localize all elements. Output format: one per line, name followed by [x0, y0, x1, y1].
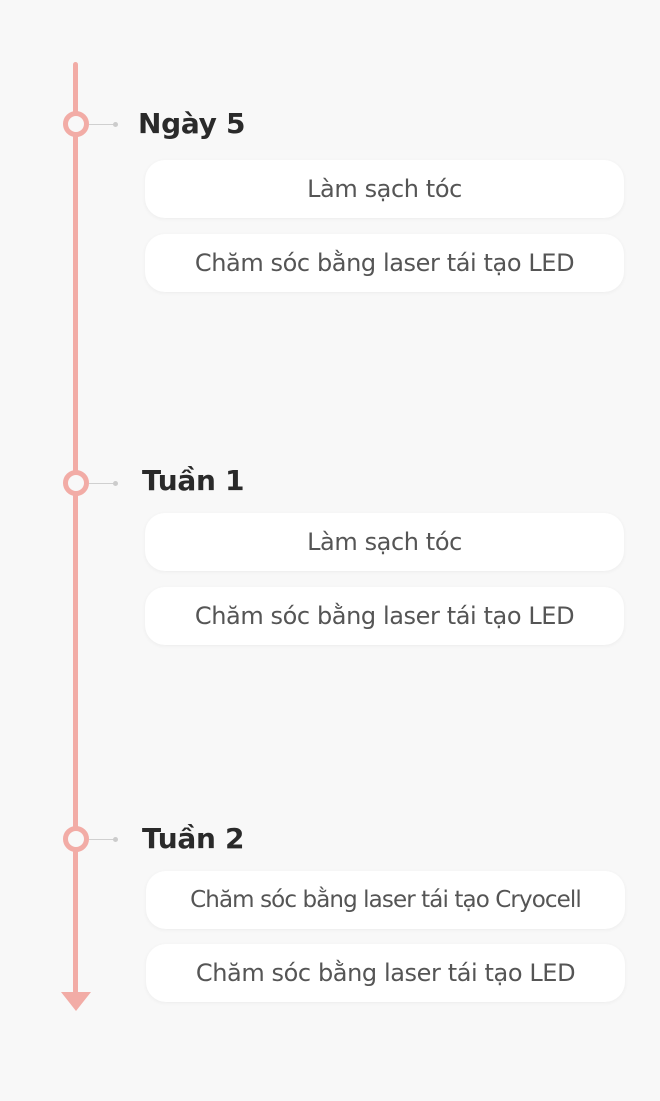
timeline-axis: [73, 62, 78, 994]
connector-dot: [113, 837, 118, 842]
treatment-card[interactable]: Chăm sóc bằng laser tái tạo LED: [145, 587, 624, 645]
treatment-card[interactable]: Chăm sóc bằng laser tái tạo Cryocell: [146, 871, 625, 929]
arrow-down-icon: [61, 992, 91, 1011]
circle-node-icon: [63, 111, 89, 137]
step-connector: [89, 124, 115, 125]
step-title: Tuần 1: [142, 464, 245, 497]
connector-dot: [113, 122, 118, 127]
circle-node-icon: [63, 826, 89, 852]
step-connector: [89, 483, 115, 484]
connector-dot: [113, 481, 118, 486]
step-title: Tuần 2: [142, 822, 245, 855]
treatment-card[interactable]: Chăm sóc bằng laser tái tạo LED: [146, 944, 625, 1002]
step-connector: [89, 839, 115, 840]
treatment-card[interactable]: Làm sạch tóc: [145, 513, 624, 571]
treatment-card[interactable]: Chăm sóc bằng laser tái tạo LED: [145, 234, 624, 292]
circle-node-icon: [63, 470, 89, 496]
step-title: Ngày 5: [138, 107, 246, 140]
treatment-card[interactable]: Làm sạch tóc: [145, 160, 624, 218]
